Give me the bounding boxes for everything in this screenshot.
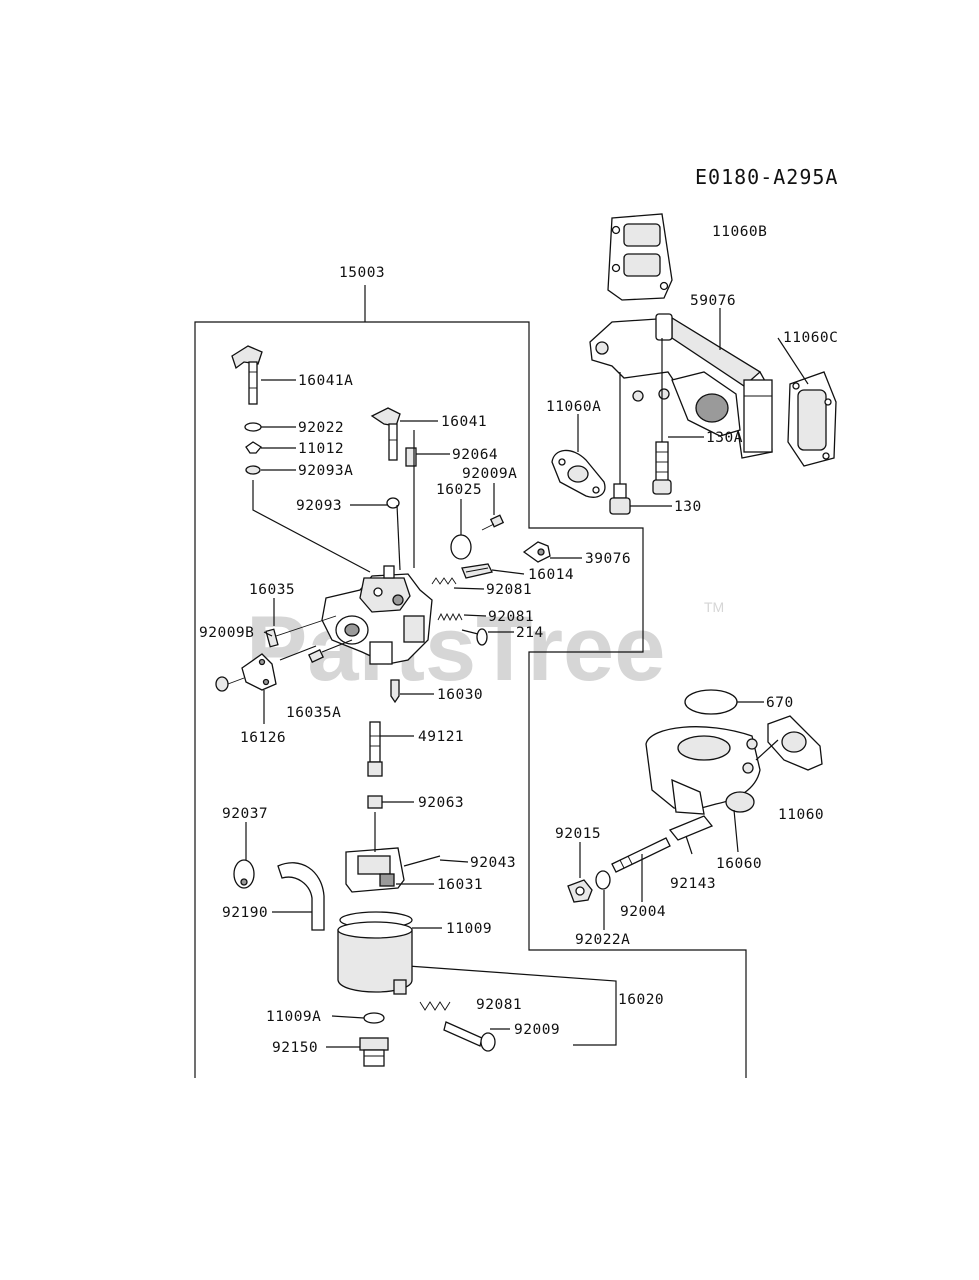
throttle-plate-16025 — [450, 534, 472, 560]
screw-214 — [461, 628, 488, 646]
part-label: 92081 — [488, 609, 534, 625]
bushing-92064 — [405, 447, 417, 467]
part-labels: 15003 16041A 92022 11012 92093A 16041 92… — [199, 224, 838, 1056]
part-label: 11060C — [783, 330, 838, 346]
part-label: 11060 — [778, 807, 824, 823]
part-label: 214 — [516, 625, 544, 641]
spring-11012 — [245, 441, 262, 454]
watermark-text: PartsTree — [246, 598, 665, 700]
spring-92081-lower — [419, 1001, 451, 1011]
part-label: 16060 — [716, 856, 762, 872]
leader-lines — [245, 308, 809, 1048]
part-label: 15003 — [339, 265, 385, 281]
part-label: 92022A — [575, 932, 630, 948]
part-label: 92093A — [298, 463, 353, 479]
ring-11009A — [363, 1012, 385, 1024]
assembly-outline-frame — [194, 285, 747, 1078]
nut-92063 — [367, 795, 383, 809]
bolt-130A — [652, 441, 672, 495]
part-label: 92081 — [486, 582, 532, 598]
part-label: 92022 — [298, 420, 344, 436]
gasket-11060A — [551, 449, 606, 498]
washer-92022 — [244, 422, 262, 432]
o-ring-670 — [684, 689, 738, 715]
part-label: 92081 — [476, 997, 522, 1013]
jet-16030 — [390, 679, 400, 704]
part-label: 11009A — [266, 1009, 321, 1025]
part-label: 92009A — [462, 466, 517, 482]
part-label: 92009B — [199, 625, 254, 641]
jet-39076 — [522, 541, 551, 563]
jet-16035 — [265, 628, 279, 648]
plate-16126 — [215, 653, 277, 692]
part-label: 11012 — [298, 441, 344, 457]
ring-92093A — [245, 465, 261, 475]
part-label: 92143 — [670, 876, 716, 892]
part-label: 16041A — [298, 373, 353, 389]
part-label: 16014 — [528, 567, 574, 583]
screw-92009 — [443, 1021, 496, 1052]
washer-92022A — [595, 870, 611, 890]
float-pin-92043 — [403, 855, 441, 867]
screw-92009A — [481, 514, 505, 531]
bolt-130 — [609, 483, 631, 515]
gasket-11060B — [607, 213, 673, 301]
float-bowl-16020 — [337, 921, 413, 995]
needle-16014 — [461, 563, 493, 579]
carburetor-body — [321, 565, 433, 665]
pipe-92143 — [668, 815, 714, 841]
part-label: 49121 — [418, 729, 464, 745]
choke-lever-16041A — [231, 345, 263, 405]
part-label: 59076 — [690, 293, 736, 309]
part-label: 130 — [674, 499, 702, 515]
clip-92037 — [233, 859, 255, 889]
water-housing-16060 — [645, 726, 761, 815]
part-label: 92037 — [222, 806, 268, 822]
float-16031 — [345, 847, 405, 893]
watermark-trademark: TM — [704, 599, 724, 615]
part-label: 11009 — [446, 921, 492, 937]
part-label: 16025 — [436, 482, 482, 498]
part-label: 92190 — [222, 905, 268, 921]
hose-92190 — [277, 862, 325, 931]
gasket-11060-water — [767, 715, 823, 771]
part-label: 16035A — [286, 705, 341, 721]
stud-92004 — [611, 837, 671, 873]
part-label: 130A — [706, 430, 743, 446]
part-label: 670 — [766, 695, 794, 711]
part-label: 16041 — [441, 414, 487, 430]
part-label: 92043 — [470, 855, 516, 871]
diagram-code: E0180-A295A — [695, 165, 838, 189]
screw-92009B — [308, 648, 324, 664]
gasket-11060C — [787, 371, 837, 467]
part-label: 16126 — [240, 730, 286, 746]
spring-92081-middle — [437, 612, 463, 622]
drain-bolt-92150 — [359, 1037, 389, 1067]
throttle-lever-16041 — [370, 407, 401, 461]
part-label: 11060A — [546, 399, 601, 415]
part-label: 92015 — [555, 826, 601, 842]
part-label: 16030 — [437, 687, 483, 703]
part-label: 16031 — [437, 877, 483, 893]
part-label: 92064 — [452, 447, 498, 463]
part-label: 39076 — [585, 551, 631, 567]
emulsion-tube-49121 — [367, 721, 383, 777]
ring-92093 — [386, 497, 400, 509]
nut-92015 — [567, 879, 593, 903]
part-label: 92093 — [296, 498, 342, 514]
part-label: 92063 — [418, 795, 464, 811]
part-label: 92150 — [272, 1040, 318, 1056]
intake-manifold-59076 — [589, 313, 773, 459]
part-label: 16020 — [618, 992, 664, 1008]
part-label: 92004 — [620, 904, 666, 920]
part-label: 16035 — [249, 582, 295, 598]
spring-92081-upper — [431, 577, 457, 585]
part-label: 92009 — [514, 1022, 560, 1038]
part-label: 11060B — [712, 224, 767, 240]
